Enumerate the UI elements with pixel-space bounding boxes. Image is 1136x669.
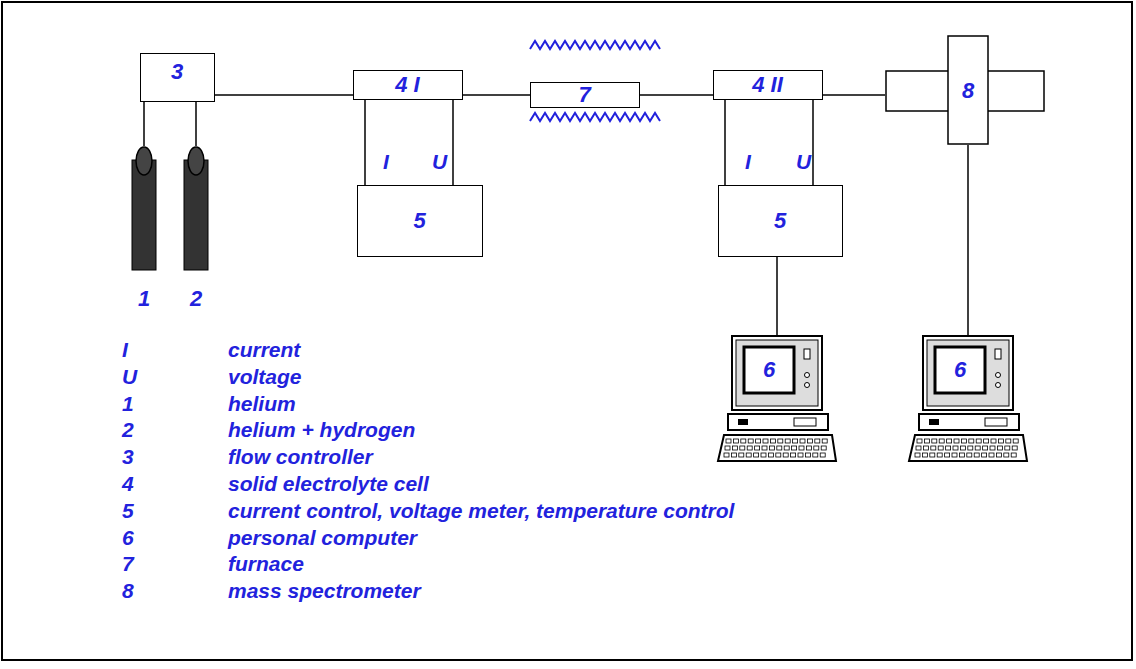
node-label: 2	[182, 287, 210, 311]
connector	[812, 100, 814, 185]
outer-frame	[2, 2, 1132, 660]
connector	[776, 257, 778, 335]
process-box: 5	[718, 185, 843, 257]
key-text: current control, voltage meter, temperat…	[228, 499, 734, 523]
node-label: 3	[141, 60, 213, 84]
key-symbol: 6	[122, 526, 134, 550]
key-symbol: 1	[122, 392, 134, 416]
heater-coil	[530, 41, 660, 121]
process-box: 7	[530, 82, 640, 108]
node-label: 6	[935, 358, 985, 382]
node-shape	[716, 335, 838, 463]
key-text: helium + hydrogen	[228, 418, 415, 442]
node-label: 1	[130, 287, 158, 311]
connector	[640, 94, 713, 96]
signal-label: I	[745, 150, 751, 174]
key-symbol: 8	[122, 579, 134, 603]
node-label: 5	[358, 209, 481, 233]
key-symbol: 3	[122, 445, 134, 469]
key-text: helium	[228, 392, 296, 416]
key-text: flow controller	[228, 445, 373, 469]
connector	[364, 100, 366, 185]
process-box: 5	[357, 185, 483, 257]
process-box: 3	[140, 53, 215, 102]
personal-computer: 6	[716, 335, 838, 463]
signal-label: U	[432, 150, 447, 174]
signal-label: U	[796, 150, 811, 174]
connector	[967, 145, 969, 335]
key-text: personal computer	[228, 526, 417, 550]
key-text: solid electrolyte cell	[228, 472, 429, 496]
node-label: 7	[531, 83, 638, 107]
gas-cylinder: 2	[182, 146, 210, 311]
connector	[823, 94, 885, 96]
connector	[215, 94, 353, 96]
key-text: voltage	[228, 365, 302, 389]
connector	[463, 94, 530, 96]
key-symbol: I	[122, 338, 128, 362]
node-shape	[907, 335, 1029, 463]
key-text: furnace	[228, 552, 304, 576]
key-text: mass spectrometer	[228, 579, 421, 603]
key-symbol: 7	[122, 552, 134, 576]
node-label: 5	[719, 209, 841, 233]
process-box: 4 I	[353, 70, 463, 100]
key-symbol: 4	[122, 472, 134, 496]
key-symbol: 2	[122, 418, 134, 442]
connector	[195, 102, 197, 146]
key-symbol: 5	[122, 499, 134, 523]
connector	[452, 100, 454, 185]
node-label: 4 I	[354, 73, 461, 97]
personal-computer: 6	[907, 335, 1029, 463]
process-box: 4 II	[713, 70, 823, 100]
mass-spectrometer: 8	[885, 35, 1045, 145]
node-label: 6	[744, 358, 794, 382]
gas-cylinder: 1	[130, 146, 158, 311]
node-label: 8	[948, 79, 988, 103]
node-label: 4 II	[714, 73, 821, 97]
connector	[724, 100, 726, 185]
signal-label: I	[383, 150, 389, 174]
connector	[143, 102, 145, 146]
key-symbol: U	[122, 365, 137, 389]
key-text: current	[228, 338, 300, 362]
